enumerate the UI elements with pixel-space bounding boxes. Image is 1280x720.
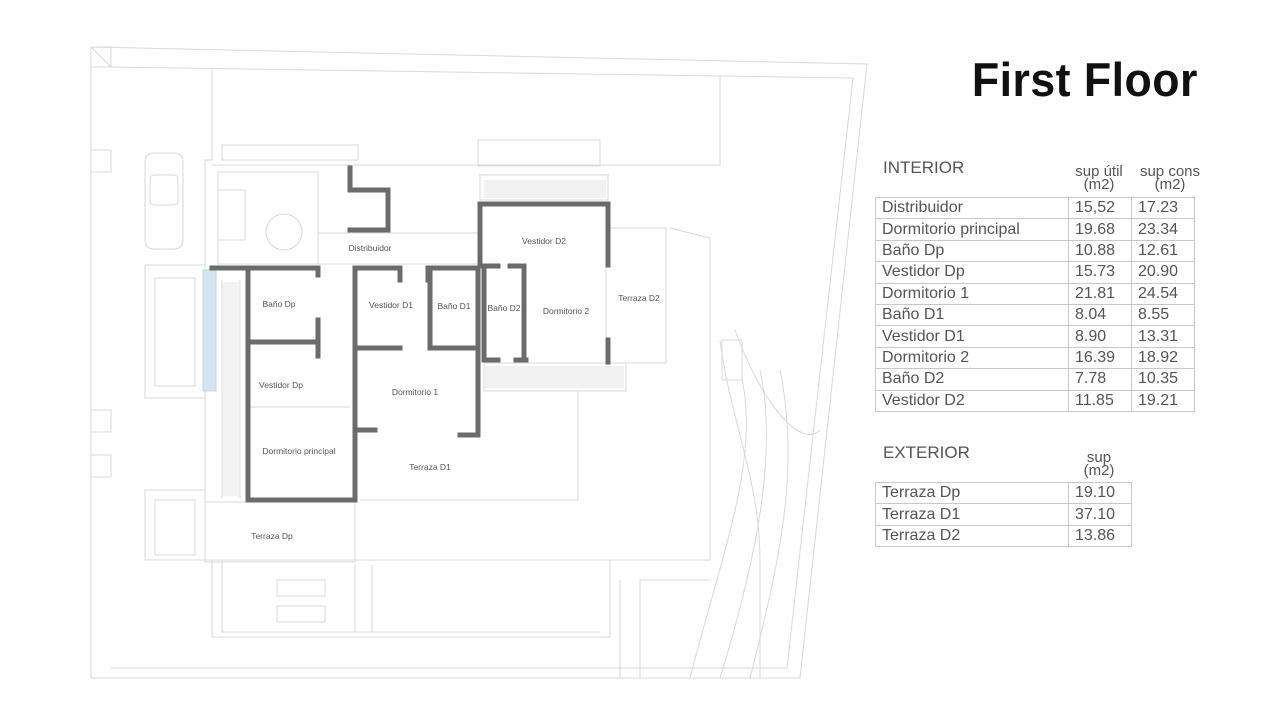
cell-util: 10.88 bbox=[1068, 239, 1132, 263]
col-sup-line1: sup bbox=[1086, 449, 1112, 466]
cell-cons: 18.92 bbox=[1131, 346, 1195, 370]
col-cons-line1: sup cons bbox=[1139, 163, 1201, 180]
cell-name: Dormitorio 2 bbox=[875, 346, 1069, 370]
col-util-line1: sup útil bbox=[1075, 163, 1123, 180]
cell-cons: 24.54 bbox=[1131, 282, 1195, 305]
interior-section-title: INTERIOR bbox=[883, 158, 965, 177]
room-label-bano-dp: Baño Dp bbox=[262, 299, 295, 309]
cell-name: Terraza Dp bbox=[875, 481, 1069, 505]
room-label-bano-d2: Baño D2 bbox=[487, 303, 520, 313]
cell-util: 15,52 bbox=[1068, 196, 1132, 220]
page-title: First Floor bbox=[972, 53, 1198, 106]
cell-name: Dormitorio principal bbox=[875, 218, 1069, 241]
cell-name: Baño D2 bbox=[875, 368, 1069, 391]
cell-name: Dormitorio 1 bbox=[875, 282, 1069, 305]
interior-col-util-header: sup útil (m2) bbox=[1068, 163, 1130, 193]
room-label-terraza-dp: Terraza Dp bbox=[251, 531, 293, 541]
site-inner-outline bbox=[110, 66, 854, 669]
cell-util: 19.68 bbox=[1068, 218, 1132, 241]
cell-util: 21.81 bbox=[1068, 282, 1132, 305]
cell-name: Vestidor D1 bbox=[875, 325, 1069, 348]
col-util-line2: (m2) bbox=[1083, 176, 1115, 193]
cell-cons: 10.35 bbox=[1131, 368, 1195, 391]
cell-util: 16.39 bbox=[1068, 346, 1132, 370]
exterior-col-sup-header: sup (m2) bbox=[1068, 449, 1130, 479]
cell-util: 7.78 bbox=[1068, 368, 1132, 391]
room-label-distribuidor: Distribuidor bbox=[349, 243, 392, 253]
room-label-vestidor-d2: Vestidor D2 bbox=[522, 236, 566, 246]
cell-util: 8.04 bbox=[1068, 303, 1132, 327]
cell-cons: 13.31 bbox=[1131, 325, 1195, 348]
cell-name: Vestidor D2 bbox=[875, 389, 1069, 412]
cell-cons: 17.23 bbox=[1131, 196, 1195, 220]
room-label-dormitorio-principal: Dormitorio principal bbox=[262, 446, 335, 456]
cell-util: 8.90 bbox=[1068, 325, 1132, 348]
room-label-terraza-d2: Terraza D2 bbox=[618, 293, 660, 303]
cell-name: Baño D1 bbox=[875, 303, 1069, 327]
window-glass bbox=[202, 269, 217, 392]
cell-cons: 23.34 bbox=[1131, 218, 1195, 241]
room-label-vestidor-dp: Vestidor Dp bbox=[259, 380, 303, 390]
room-label-dormitorio-1: Dormitorio 1 bbox=[392, 387, 439, 397]
exterior-section-title: EXTERIOR bbox=[883, 443, 970, 462]
col-cons-line2: (m2) bbox=[1154, 176, 1186, 193]
cell-cons: 8.55 bbox=[1131, 303, 1195, 327]
cell-cons: 19.21 bbox=[1131, 389, 1195, 412]
cell-cons: 20.90 bbox=[1131, 261, 1195, 284]
cell-name: Terraza D2 bbox=[875, 524, 1069, 548]
cell-util: 11.85 bbox=[1068, 389, 1132, 412]
cell-name: Vestidor Dp bbox=[875, 261, 1069, 284]
cell-util: 15.73 bbox=[1068, 261, 1132, 284]
cell-name: Distribuidor bbox=[875, 196, 1069, 220]
cell-sup: 37.10 bbox=[1068, 503, 1132, 526]
cell-name: Baño Dp bbox=[875, 239, 1069, 263]
room-label-dormitorio-2: Dormitorio 2 bbox=[543, 306, 590, 316]
cell-sup: 19.10 bbox=[1068, 481, 1132, 505]
col-sup-line2: (m2) bbox=[1083, 462, 1115, 479]
room-label-vestidor-d1: Vestidor D1 bbox=[369, 300, 413, 310]
cell-cons: 12.61 bbox=[1131, 239, 1195, 263]
cell-name: Terraza D1 bbox=[875, 503, 1069, 526]
car-icon bbox=[144, 152, 184, 250]
cell-sup: 13.86 bbox=[1068, 524, 1132, 548]
room-label-bano-d1: Baño D1 bbox=[437, 301, 470, 311]
floor-plan: Distribuidor Vestidor D2 Baño Dp Vestido… bbox=[90, 46, 868, 679]
walls bbox=[209, 165, 611, 503]
interior-col-cons-header: sup cons (m2) bbox=[1131, 163, 1209, 193]
room-label-terraza-d1: Terraza D1 bbox=[409, 462, 451, 472]
